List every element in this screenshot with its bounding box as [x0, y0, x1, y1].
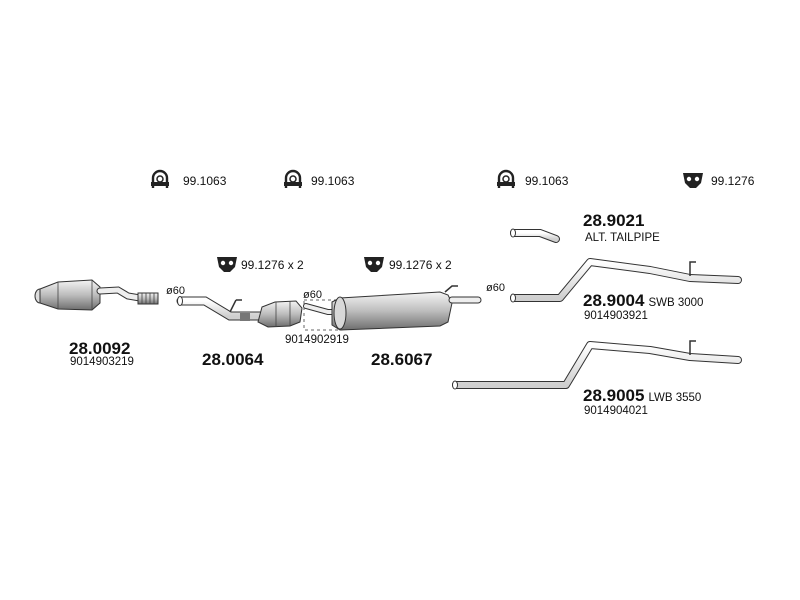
oem-number-joint-pipe: 9014902919 [285, 334, 349, 346]
part-code-alt-tailpipe: 28.9021 [583, 211, 645, 230]
part-code-tailpipe-lwb: 28.9005 [583, 386, 645, 405]
pipe-diameter-label: ø60 [166, 285, 185, 297]
variant-swb: SWB 3000 [648, 297, 704, 309]
clamp-icon [497, 169, 515, 188]
rubber-mount-code: 99.1276 [711, 174, 755, 188]
pipe-diameter-label: ø60 [486, 282, 505, 294]
tailpipe-swb-part [510, 258, 742, 303]
oem-number-catalytic-converter: 9014903219 [70, 356, 134, 368]
oem-number-tailpipe-lwb: 9014904021 [584, 405, 648, 417]
front-pipe-part [176, 296, 303, 328]
part-code-catalytic-converter: 28.0092 [69, 339, 131, 358]
oem-number-tailpipe-swb: 9014903921 [584, 310, 648, 322]
pipe-diameter-label: ø60 [303, 289, 322, 301]
variant-lwb: LWB 3550 [648, 392, 702, 404]
clamp-code-3: 99.1063 [525, 174, 569, 188]
rubber-mount-icon [683, 173, 703, 188]
catalytic-converter-part [34, 279, 159, 311]
middle-silencer-part [331, 285, 482, 331]
alt-tailpipe-note: ALT. TAILPIPE [585, 232, 660, 244]
part-code-tailpipe-swb: 28.9004 [583, 291, 645, 310]
clamp-icon [284, 169, 302, 188]
rubber-mount-icon [364, 257, 384, 272]
rubber-mount-icon [217, 257, 237, 272]
tailpipe-lwb-part [452, 340, 742, 390]
clamp-icon [151, 169, 169, 188]
rubber-mount-label-1: 99.1276 x 2 [241, 258, 304, 272]
rubber-mount-label-2: 99.1276 x 2 [389, 258, 452, 272]
part-code-front-pipe: 28.0064 [202, 350, 264, 369]
clamp-code-2: 99.1063 [311, 174, 355, 188]
alt-tailpipe-part [510, 228, 560, 243]
joint-pipe-dashed-box [303, 299, 343, 331]
clamp-code-1: 99.1063 [183, 174, 227, 188]
part-code-middle-silencer: 28.6067 [371, 350, 433, 369]
